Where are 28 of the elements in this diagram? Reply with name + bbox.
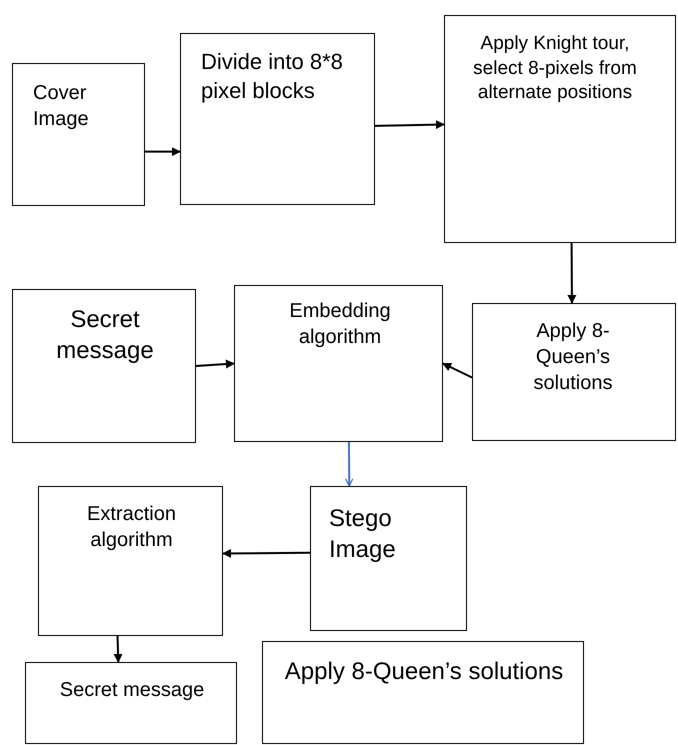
process-box	[25, 662, 237, 744]
box-label: Embedding algorithm	[288, 299, 392, 350]
process-box	[444, 15, 676, 243]
box-label: Secret message	[58, 678, 206, 703]
arrow	[345, 442, 354, 487]
box-label: Extraction algorithm	[86, 502, 177, 553]
arrow	[145, 147, 181, 156]
arrow	[374, 120, 445, 130]
process-box	[38, 486, 223, 636]
process-box	[472, 303, 676, 441]
process-box	[234, 285, 443, 442]
box-label: Stego Image	[329, 504, 397, 566]
arrow	[442, 362, 472, 378]
box-label: Apply 8-Queen’s solutions	[532, 319, 614, 396]
box-label: Cover Image	[33, 81, 90, 132]
box-label: Divide into 8*8 pixel blocks	[201, 48, 344, 105]
box-label: Apply 8-Queen’s solutions	[284, 657, 564, 687]
box-label: Secret message	[55, 305, 155, 366]
arrow	[222, 548, 310, 558]
process-box	[180, 33, 375, 205]
process-box	[12, 289, 196, 443]
arrow	[114, 636, 123, 663]
process-box	[12, 63, 145, 206]
box-label: Apply Knight tour, select 8-pixels from alternate positions	[472, 32, 638, 106]
arrow	[196, 360, 235, 369]
arrow	[567, 243, 576, 304]
process-box	[310, 486, 467, 631]
process-box	[262, 641, 584, 744]
